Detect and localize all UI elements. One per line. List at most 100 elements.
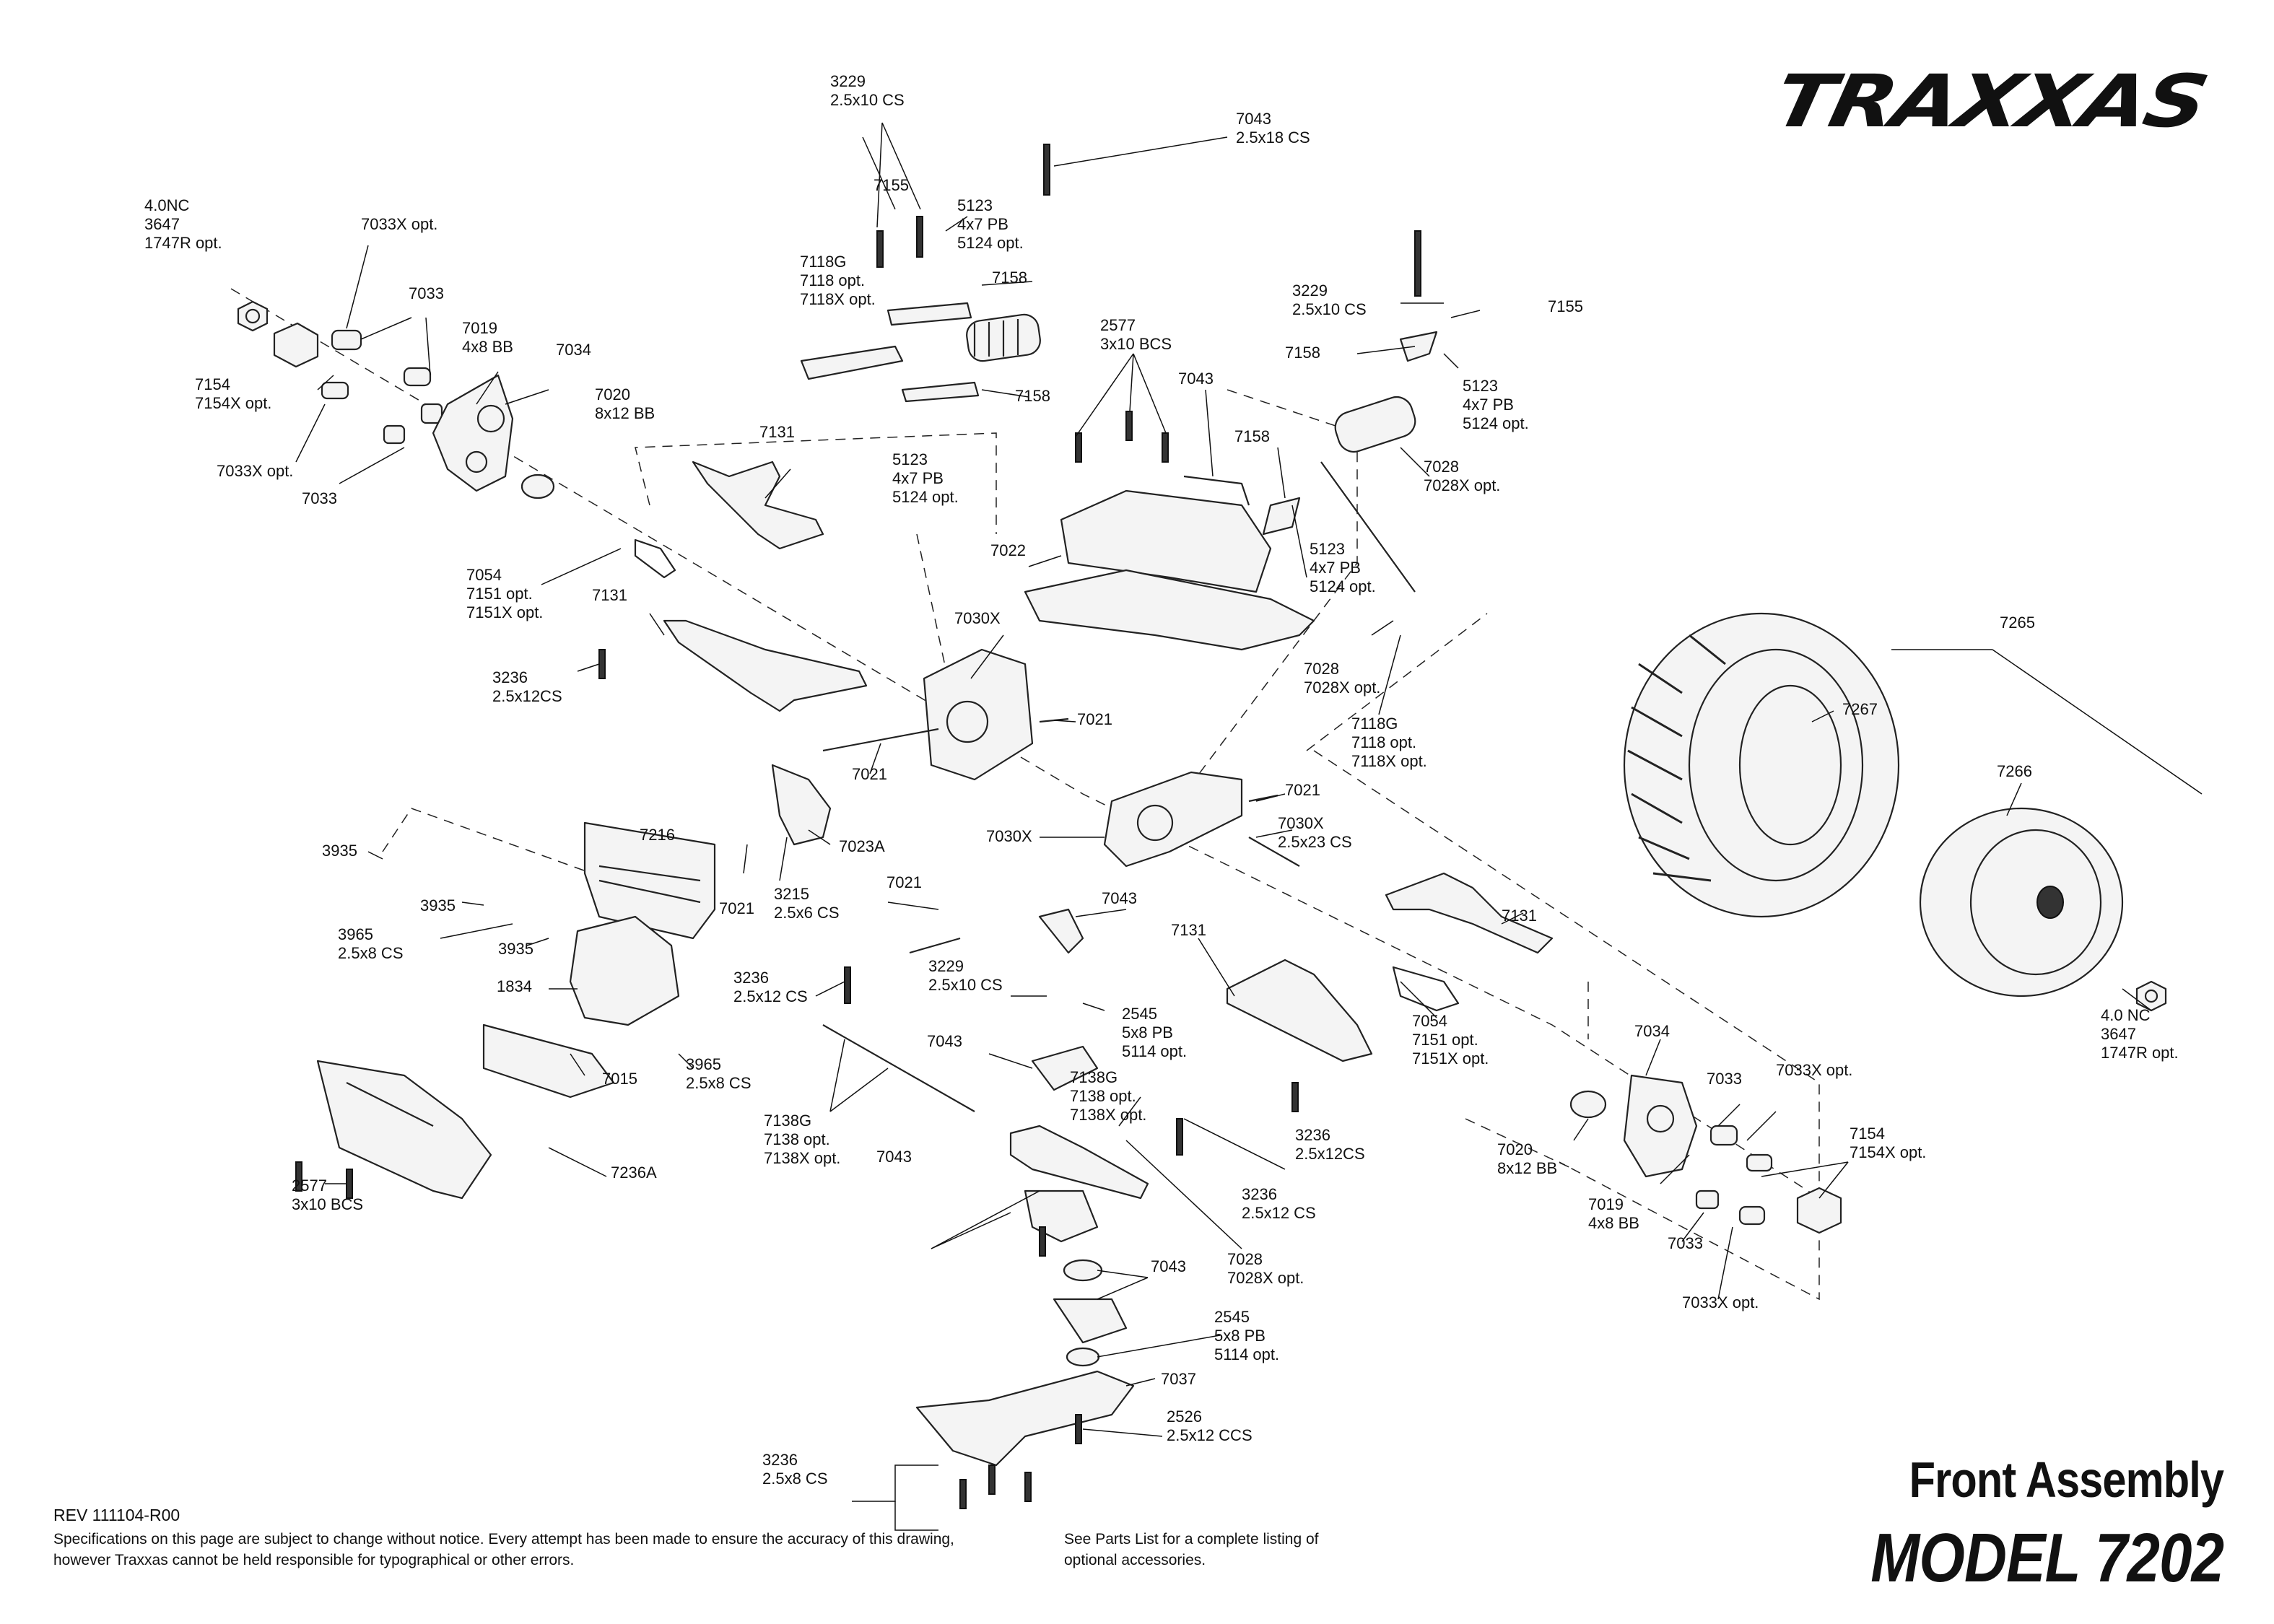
callout-line: 7043 — [1151, 1257, 1186, 1275]
callout-7131-a: 7131 — [759, 423, 795, 441]
part-locknut-right — [2135, 980, 2167, 1012]
callout-line: 7030X — [1278, 814, 1324, 832]
callout-line: 2.5x23 CS — [1278, 833, 1352, 851]
callout-line: 7022 — [990, 541, 1026, 559]
leader-lines — [295, 122, 2203, 1531]
callout-line: 7154X opt. — [1850, 1143, 1926, 1161]
part-screws — [295, 144, 1421, 1509]
part-wheel-hex-left — [273, 322, 319, 368]
callout-line: 4x7 PB — [892, 469, 944, 487]
callout-7021-c: 7021 — [1285, 781, 1320, 799]
callout-7034-l: 7034 — [556, 341, 591, 359]
callout-line: 7158 — [992, 269, 1027, 287]
callout-line: 3215 — [774, 885, 809, 903]
part-right-arms — [1226, 872, 1554, 1062]
callout-line: 7118G — [1351, 715, 1398, 733]
parts-list-note: See Parts List for a complete listing of… — [1064, 1531, 1319, 1568]
callout-line: 7028X opt. — [1304, 678, 1380, 697]
callout-line: 7030X — [986, 827, 1032, 845]
callout-7022: 7022 — [990, 541, 1026, 559]
callout-7023a: 7023A — [839, 837, 885, 855]
callout-line: 2.5x10 CS — [928, 976, 1003, 994]
disclaimer-text: Specifications on this page are subject … — [53, 1531, 954, 1568]
callout-line: 2.5x6 CS — [774, 904, 840, 922]
callout-7034-r: 7034 — [1634, 1022, 1670, 1040]
callout-line: 7043 — [1236, 110, 1271, 128]
callout-7158-r: 7158 — [1285, 344, 1320, 362]
callout-line: 2577 — [1100, 316, 1136, 334]
part-tire — [1623, 612, 1900, 918]
callout-line: 2.5x18 CS — [1236, 128, 1310, 147]
callout-line: 4x7 PB — [957, 215, 1009, 233]
callout-line: 4x8 BB — [462, 338, 513, 356]
callout-line: 7154 — [195, 375, 230, 393]
traxxas-logo: TRAXXAS — [1767, 43, 2238, 159]
callout-line: 7131 — [1171, 921, 1206, 939]
callout-line: 3236 — [1242, 1185, 1277, 1203]
callout-line: 7028 — [1227, 1250, 1263, 1268]
callout-line: 7236A — [611, 1164, 657, 1182]
part-skid-plate — [915, 1370, 1135, 1467]
callout-line: 7019 — [1588, 1195, 1624, 1213]
callout-line: 7151 opt. — [466, 585, 533, 603]
callout-line: 2.5x12 CS — [733, 987, 808, 1005]
callout-7043-d: 7043 — [927, 1032, 962, 1050]
callout-line: 4.0 NC — [2101, 1006, 2151, 1024]
callout-7030x-a: 7030X — [954, 609, 1001, 627]
callout-line: 2.5x12CS — [1295, 1145, 1365, 1163]
callout-7033x-tl: 7033X opt. — [361, 215, 437, 233]
callout-7236a: 7236A — [611, 1164, 657, 1182]
callout-7155-l: 7155 — [874, 176, 909, 194]
callout-line: 5124 opt. — [1310, 577, 1376, 595]
callout-line: 7138G — [764, 1112, 811, 1130]
callout-line: 2.5x8 CS — [686, 1074, 752, 1092]
callout-line: 7020 — [595, 385, 630, 403]
callout-line: 4.0NC — [144, 196, 189, 214]
callout-line: 7019 — [462, 319, 497, 337]
callout-7265: 7265 — [2000, 614, 2035, 632]
callout-line: 3965 — [686, 1055, 721, 1073]
callout-7131-b: 7131 — [592, 586, 627, 604]
callout-7043-c: 7043 — [1102, 889, 1137, 907]
callout-line: 7118G — [800, 253, 846, 271]
callout-line: 3236 — [492, 668, 528, 686]
callout-7216: 7216 — [640, 826, 675, 844]
callout-7043-f: 7043 — [1151, 1257, 1186, 1275]
callout-line: 7151 opt. — [1412, 1031, 1478, 1049]
callout-7155-r: 7155 — [1548, 297, 1583, 315]
callout-7021-d: 7021 — [886, 873, 922, 891]
callout-line: 7154 — [1850, 1125, 1885, 1143]
callout-line: 7054 — [466, 566, 502, 584]
callout-line: 7155 — [874, 176, 909, 194]
callout-7021-b: 7021 — [852, 765, 887, 783]
callout-line: 7030X — [954, 609, 1001, 627]
callout-line: 7118X opt. — [1351, 752, 1427, 770]
callout-line: 3x10 BCS — [292, 1195, 363, 1213]
callout-line: 3236 — [733, 969, 769, 987]
callout-line: 7043 — [1102, 889, 1137, 907]
callout-line: 7158 — [1234, 427, 1270, 445]
callout-line: 7138G — [1070, 1068, 1118, 1086]
callout-line: 2.5x12 CS — [1242, 1204, 1316, 1222]
callout-line: 7023A — [839, 837, 885, 855]
callout-line: 3935 — [322, 842, 357, 860]
callout-line: 7033X opt. — [1682, 1293, 1759, 1311]
callout-line: 7033 — [1668, 1234, 1703, 1252]
part-locknut-left — [237, 300, 269, 332]
callout-line: 7021 — [852, 765, 887, 783]
callout-line: 3647 — [144, 215, 180, 233]
